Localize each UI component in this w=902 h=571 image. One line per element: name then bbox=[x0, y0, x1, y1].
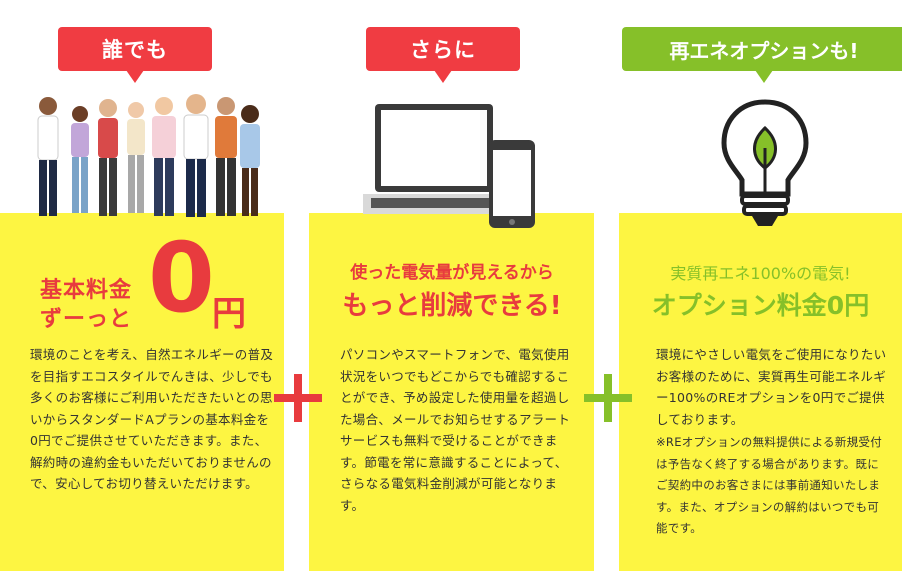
heading-basic-fee: 基本料金 bbox=[40, 278, 133, 303]
laptop-and-phone-illustration bbox=[363, 104, 535, 228]
card-basic-fee bbox=[0, 213, 284, 571]
heading-option-free: オプション料金0円 bbox=[651, 291, 870, 320]
yen-unit: 円 bbox=[212, 294, 246, 334]
heading-renewable-100: 実質再エネ100%の電気! bbox=[670, 264, 851, 283]
bubble-anyone: 誰でも bbox=[58, 27, 212, 83]
card-usage-visibility bbox=[309, 213, 594, 571]
bubble-renewable-option: 再エネオプションも! bbox=[622, 27, 902, 83]
card-renewable-body: 環境にやさしい電気をご使用になりたいお客様のために、実質再生可能エネルギー100… bbox=[656, 347, 887, 427]
light-bulb-leaf-icon bbox=[721, 99, 809, 226]
big-zero: 0 bbox=[148, 222, 215, 334]
heading-reduce-more: もっと削減できる! bbox=[342, 291, 562, 321]
bubble-furthermore: さらに bbox=[366, 27, 520, 83]
people-group-illustration bbox=[37, 94, 260, 217]
card-usage-body: パソコンやスマートフォンで、電気使用状況をいつでもどこからでも確認することができ… bbox=[340, 347, 571, 513]
plus-icon bbox=[274, 374, 322, 422]
heading-usage-visible: 使った電気量が見えるから bbox=[350, 263, 554, 283]
plus-icon bbox=[584, 374, 632, 422]
card-basic-fee-body: 環境のことを考え、自然エネルギーの普及を目指すエコスタイルでんきは、少しでも多く… bbox=[30, 347, 274, 491]
card-renewable-option bbox=[619, 213, 902, 571]
card-renewable-note: ※REオプションの無料提供による新規受付は予告なく終了する場合があります。既にご… bbox=[656, 435, 883, 535]
heading-forever: ずーっと bbox=[40, 307, 133, 332]
